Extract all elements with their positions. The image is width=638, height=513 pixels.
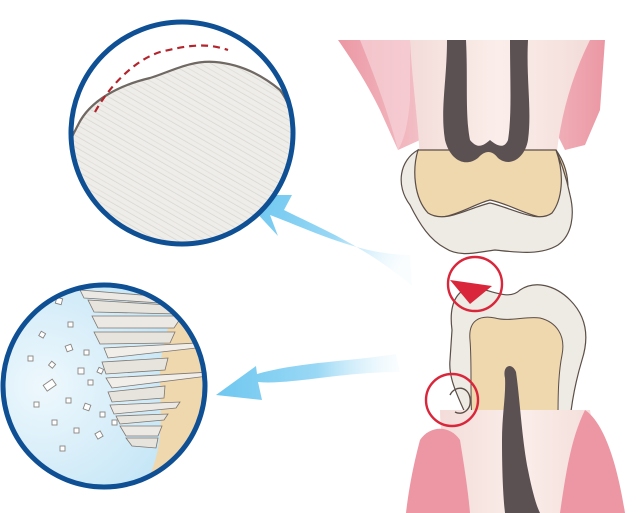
- occlusal-wear-magnifier: [60, 22, 300, 260]
- arrow-to-bottom-magnifier: [216, 354, 400, 400]
- lower-tooth: [406, 285, 625, 513]
- upper-tooth: [338, 40, 605, 254]
- cervical-abfraction-magnifier: [3, 280, 220, 490]
